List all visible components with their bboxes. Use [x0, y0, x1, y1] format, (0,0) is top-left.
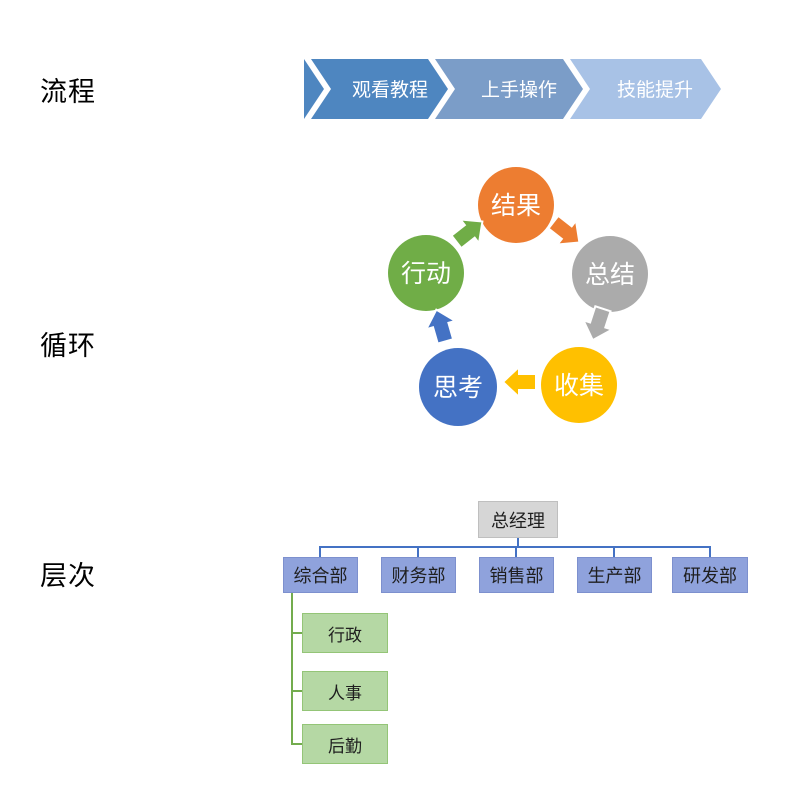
- chevron-step-3-label: 技能提升: [617, 79, 693, 101]
- org-node-root-label: 总经理: [491, 510, 545, 532]
- org-node-dept-5-label: 研发部: [683, 566, 737, 587]
- org-node-sub-1-label: 行政: [328, 625, 362, 646]
- cycle-node-act-label: 行动: [401, 259, 451, 288]
- org-node-dept-3: 销售部: [479, 557, 554, 593]
- connector-dept-stub-2: [417, 546, 419, 558]
- chevron-step-3: [570, 59, 721, 119]
- chevron-step-1: [311, 59, 448, 119]
- cycle-arrow-think-to-act: [424, 308, 458, 345]
- connector-sub-stub-2: [291, 690, 303, 692]
- cycle-section-label: 循环: [40, 331, 96, 362]
- org-node-dept-2-label: 财务部: [391, 566, 446, 587]
- cycle-node-summary-label: 总结: [585, 260, 635, 289]
- cycle-node-collect: [541, 347, 617, 423]
- org-node-dept-4-label: 生产部: [587, 566, 642, 587]
- cycle-node-summary: [572, 236, 648, 312]
- cycle-node-result: [478, 167, 554, 243]
- org-node-dept-4: 生产部: [577, 557, 652, 593]
- cycle-node-act: [388, 235, 464, 311]
- chevron-step-1-label: 观看教程: [352, 79, 428, 101]
- chevron-step-2-label: 上手操作: [481, 79, 557, 101]
- cycle-node-think-label: 思考: [433, 373, 483, 402]
- org-node-dept-1-label: 综合部: [293, 566, 348, 587]
- connector-dept-stub-4: [613, 546, 615, 558]
- process-section-label: 流程: [40, 77, 96, 108]
- connector-dept-stub-3: [515, 546, 517, 558]
- hierarchy-section-label: 层次: [40, 561, 96, 592]
- org-node-sub-2-label: 人事: [328, 683, 362, 704]
- org-node-sub-2: 人事: [302, 671, 388, 711]
- connector-dept-stub-5: [709, 546, 711, 558]
- org-node-root: 总经理: [478, 501, 558, 538]
- connector-root-stem: [517, 538, 519, 547]
- connector-sub-stem: [291, 593, 293, 745]
- cycle-arrow-summary-to-collect: [581, 305, 615, 342]
- connector-sub-stub-3: [291, 743, 303, 745]
- cycle-arrow-collect-to-think: [501, 364, 537, 400]
- org-node-dept-5: 研发部: [672, 557, 748, 593]
- cycle-node-collect-label: 收集: [554, 371, 604, 400]
- chevron-step-2: [435, 59, 583, 119]
- org-node-dept-2: 财务部: [381, 557, 456, 593]
- process-chevron-diagram: 观看教程 上手操作 技能提升: [304, 59, 721, 119]
- connector-dept-stub-1: [319, 546, 321, 558]
- connector-sub-stub-1: [291, 632, 303, 634]
- org-node-sub-3: 后勤: [302, 724, 388, 764]
- org-node-dept-3-label: 销售部: [489, 566, 544, 587]
- org-node-sub-3-label: 后勤: [328, 736, 362, 757]
- cycle-node-think: [419, 348, 497, 426]
- cycle-arrow-result-to-summary: [547, 214, 581, 246]
- cycle-node-result-label: 结果: [491, 191, 541, 220]
- chevron-lead-triangle: [304, 59, 324, 119]
- org-node-dept-1: 综合部: [283, 557, 358, 593]
- org-node-sub-1: 行政: [302, 613, 388, 653]
- cycle-arrow-act-to-result: [450, 218, 484, 250]
